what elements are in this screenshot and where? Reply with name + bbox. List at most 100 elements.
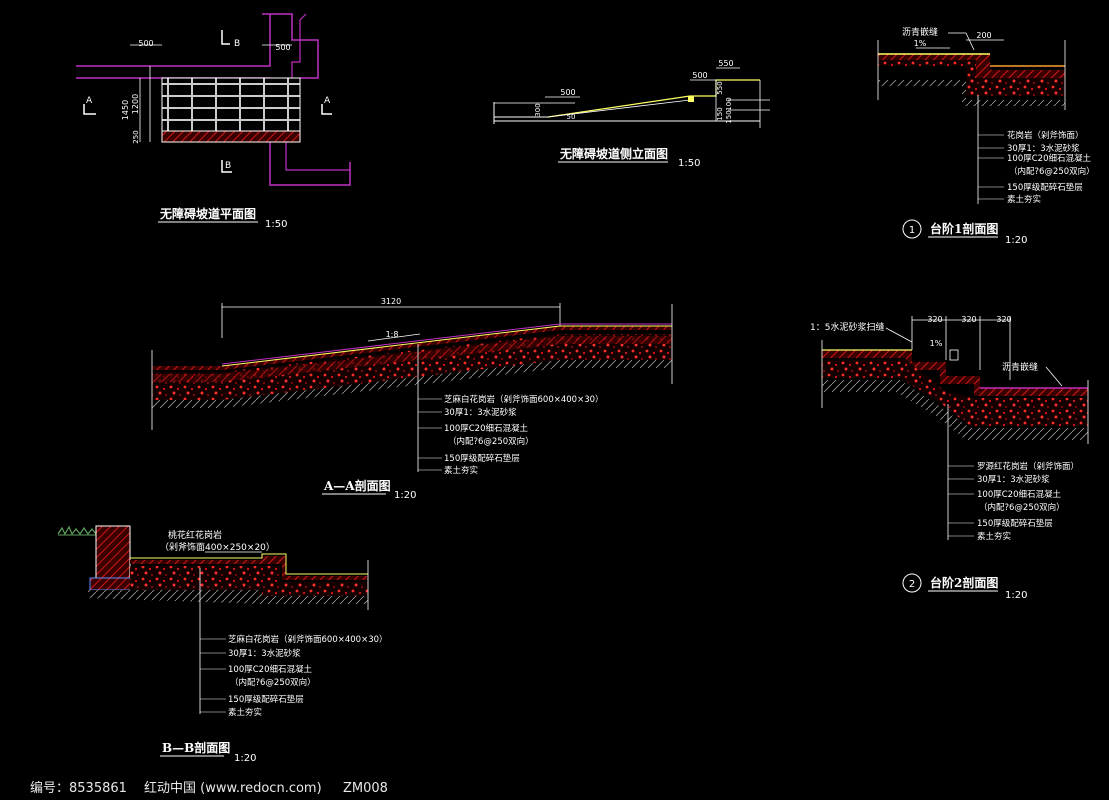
plan-wall-top <box>76 14 271 67</box>
aa-layer-2: 30厚1：3水泥砂浆 <box>444 407 517 418</box>
plan-section-mark-b-top <box>221 30 230 45</box>
elev-dim-2: 500 <box>692 71 707 80</box>
plan-wall-right <box>262 13 319 79</box>
step1-layer-4: （内配?6@250双向） <box>1009 166 1095 177</box>
plan-view: 500 500 1450 1200 250 B A B A 无障碍坡道平面图 1… <box>76 13 351 230</box>
step1-soil <box>878 80 1065 106</box>
bb-layer-6: 素土夯实 <box>228 707 262 718</box>
step2-soil <box>822 380 1088 440</box>
step2-dim-2: 320 <box>961 315 976 324</box>
plan-dim-1: 500 <box>138 39 153 48</box>
aa-scale: 1:20 <box>394 490 416 501</box>
elev-dim-7: 100 <box>725 97 733 110</box>
elev-dim-5: 50 <box>567 113 576 121</box>
bb-layer-3: 100厚C20细石混凝土 <box>228 664 312 675</box>
elev-scale: 1:50 <box>678 158 700 169</box>
aa-soil <box>152 360 672 408</box>
bb-layer-2: 30厚1：3水泥砂浆 <box>228 648 301 659</box>
step2-number-circle <box>902 573 922 593</box>
section-aa: 3120 1:8 芝麻白花岗岩（剁斧饰面600×400×30） 30厚1：3水泥… <box>151 297 673 501</box>
elev-title: 无障碍坡道侧立面图 <box>559 146 668 161</box>
step2-dim-3: 320 <box>996 315 1011 324</box>
aa-title: A—A剖面图 <box>323 478 391 493</box>
bb-planter-wall <box>95 525 131 579</box>
aa-layer-4: （内配?6@250双向） <box>448 436 534 447</box>
footer-id: 编号：8535861 <box>30 781 127 796</box>
step2-concrete <box>822 350 1088 396</box>
step1-number: 1 <box>909 225 915 236</box>
plan-ramp-edge <box>161 130 301 143</box>
step1-scale: 1:20 <box>1005 235 1027 246</box>
watermark-footer: 编号：8535861 红动中国 (www.redocn.com) ZM008 <box>0 778 1109 800</box>
bb-scale: 1:20 <box>234 753 256 764</box>
step2-gravel <box>822 360 1088 426</box>
footer-site: 红动中国 (www.redocn.com) <box>144 781 322 796</box>
side-elevation-view: 500 500 550 300 50 550 100 150 150 无障碍坡道… <box>493 59 770 169</box>
plan-mark-a-left: A <box>86 96 93 106</box>
step1-number-circle <box>902 219 922 239</box>
step1-gravel <box>878 60 1065 96</box>
bb-soil <box>88 590 368 604</box>
bb-layer-1: 芝麻白花岗岩（剁斧饰面600×400×30） <box>228 634 388 645</box>
step2-title: 台阶2剖面图 <box>930 575 998 590</box>
step1-section: 沥青嵌缝 200 1% 花岗岩（剁斧饰面） 30厚1：3水泥砂浆 100厚C20… <box>877 26 1095 246</box>
step2-top-left-label: 1：5水泥砂浆扫缝 <box>810 321 884 333</box>
aa-layer-6: 素土夯实 <box>444 465 478 476</box>
footer-code: ZM008 <box>343 781 388 796</box>
plan-wall-bottom2 <box>285 142 350 171</box>
plan-paving-grid <box>161 77 301 132</box>
step1-title: 台阶1剖面图 <box>930 221 998 236</box>
step1-layer-list: 花岗岩（剁斧饰面） 30厚1：3水泥砂浆 100厚C20细石混凝土 （内配?6@… <box>978 130 1095 205</box>
step2-dim-slope: 1% <box>930 339 943 348</box>
step1-layer-2: 30厚1：3水泥砂浆 <box>1007 143 1080 154</box>
step2-scale: 1:20 <box>1005 590 1027 601</box>
step1-dim-1: 200 <box>976 31 991 40</box>
aa-concrete-band <box>152 336 672 382</box>
plan-mark-b-bottom: B <box>225 161 231 171</box>
bb-grass <box>57 525 98 536</box>
plan-scale: 1:50 <box>265 219 287 230</box>
plan-title: 无障碍坡道平面图 <box>159 206 256 221</box>
step2-layer-4: （内配?6@250双向） <box>979 502 1065 513</box>
elev-dim-6: 550 <box>716 81 724 94</box>
step2-layer-list: 罗源红花岗岩（剁斧饰面） 30厚1：3水泥砂浆 100厚C20细石混凝土 （内配… <box>948 461 1079 542</box>
step1-layer-3: 100厚C20细石混凝土 <box>1007 153 1091 164</box>
plan-dim-3: 1450 <box>121 100 130 120</box>
step2-right-label: 沥青嵌缝 <box>1002 361 1038 373</box>
step1-concrete <box>878 54 1065 78</box>
aa-layer-5: 150厚级配碎石垫层 <box>444 453 520 464</box>
plan-mark-a-right: A <box>324 96 331 106</box>
step2-section: 320 320 320 1% 1：5水泥砂浆扫缝 沥青嵌缝 罗源红花岗岩（剁斧饰… <box>810 315 1089 601</box>
plan-dim-4: 1200 <box>131 94 140 114</box>
plan-section-mark-a-left <box>83 104 96 115</box>
aa-layer-list: 芝麻白花岗岩（剁斧饰面600×400×30） 30厚1：3水泥砂浆 100厚C2… <box>418 394 604 476</box>
step2-layer-3: 100厚C20细石混凝土 <box>977 489 1061 500</box>
aa-layer-1: 芝麻白花岗岩（剁斧饰面600×400×30） <box>444 394 604 405</box>
step1-dim-2: 1% <box>914 39 927 48</box>
bb-surface <box>130 556 368 580</box>
step1-layer-1: 花岗岩（剁斧饰面） <box>1007 130 1084 141</box>
elev-dim-3: 550 <box>718 59 733 68</box>
plan-section-mark-b-bottom <box>221 160 232 173</box>
aa-dim-length: 3120 <box>381 297 401 306</box>
step2-layer-5: 150厚级配碎石垫层 <box>977 518 1053 529</box>
bb-title: B—B剖面图 <box>162 740 230 755</box>
elev-dim-9: 150 <box>725 110 733 123</box>
bb-top-label-1: 桃花红花岗岩 <box>168 529 222 541</box>
section-bb: 桃花红花岗岩 （剁斧饰面400×250×20） 芝麻白花岗岩（剁斧饰面600×4… <box>57 525 388 764</box>
step2-number: 2 <box>909 579 915 590</box>
elev-dim-1: 500 <box>560 88 575 97</box>
bb-planter-footing <box>89 577 137 591</box>
step2-layer-2: 30厚1：3水泥砂浆 <box>977 474 1050 485</box>
bb-layer-5: 150厚级配碎石垫层 <box>228 694 304 705</box>
step2-layer-1: 罗源红花岗岩（剁斧饰面） <box>977 461 1079 472</box>
plan-mark-b-top: B <box>234 39 240 49</box>
elev-dim-4: 300 <box>534 103 542 116</box>
aa-layer-3: 100厚C20细石混凝土 <box>444 423 528 434</box>
step1-layer-6: 素土夯实 <box>1007 194 1041 205</box>
step1-layer-5: 150厚级配碎石垫层 <box>1007 182 1083 193</box>
plan-section-mark-a-right <box>321 104 332 115</box>
aa-dim-slope: 1:8 <box>386 330 399 339</box>
step2-layer-6: 素土夯实 <box>977 531 1011 542</box>
plan-wall-bottom <box>269 142 351 186</box>
